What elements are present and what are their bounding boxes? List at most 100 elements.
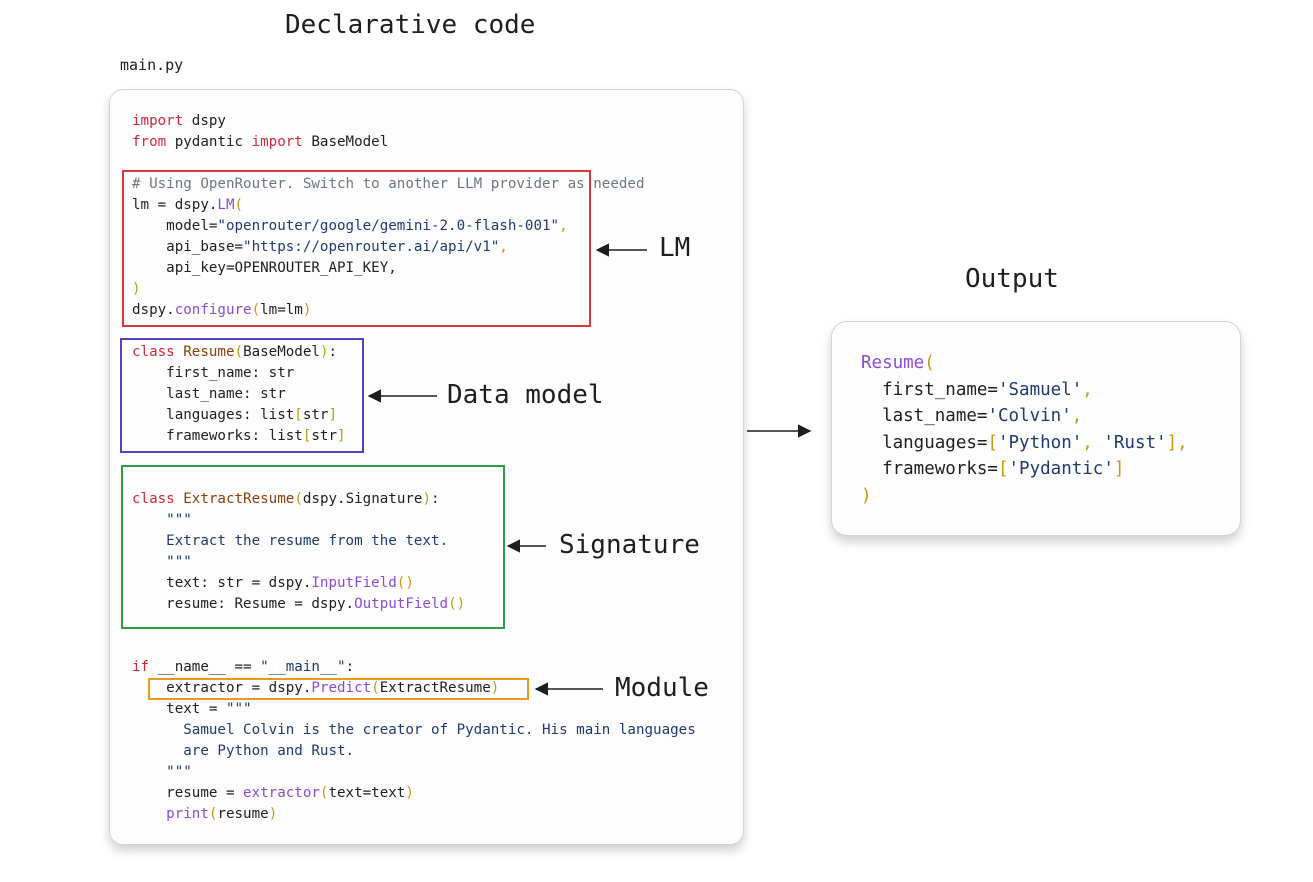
code-line: ) [861, 483, 1188, 510]
code-token: Samuel Colvin is the creator of Pydantic… [132, 722, 696, 738]
code-line: api_key=OPENROUTER_API_KEY, [132, 258, 696, 279]
code-line: languages: list[str] [132, 405, 696, 426]
code-line: last_name='Colvin', [861, 403, 1188, 430]
code-token: ( [234, 344, 244, 360]
code-token: , [1082, 432, 1104, 453]
code-token: "openrouter/google/gemini-2.0-flash-001" [217, 218, 560, 234]
code-line: class Resume(BaseModel): [132, 342, 696, 363]
code-token: "__main__" [260, 659, 346, 675]
code-token: ( [294, 491, 303, 507]
code-line: first_name='Samuel', [861, 377, 1188, 404]
code-line: languages=['Python', 'Rust'], [861, 430, 1188, 457]
code-token: import [132, 113, 184, 129]
code-token: """ [132, 554, 192, 570]
declarative-code-heading: Declarative code [285, 10, 536, 40]
code-token: """ [132, 512, 192, 528]
code-token: # Using OpenRouter. Switch to another LL… [132, 176, 645, 192]
code-token: OutputField [354, 596, 449, 612]
lm-label: LM [659, 233, 691, 263]
code-token: languages: list [132, 407, 295, 423]
code-line: ) [132, 279, 696, 300]
code-token: api_base= [132, 239, 244, 255]
data-model-highlight-box [120, 338, 364, 453]
code-token: resume: Resume = dspy. [132, 596, 355, 612]
code-token: text: str = dspy. [132, 575, 312, 591]
code-token: Extract the resume from the text. [132, 533, 449, 549]
code-token: ExtractResume [183, 491, 295, 507]
code-token: extractor [243, 785, 320, 801]
code-token: extractor = dspy. [132, 680, 312, 696]
code-token: dspy. [132, 302, 175, 318]
code-token: str [302, 407, 329, 423]
code-line: """ [132, 762, 696, 783]
code-token: api_key=OPENROUTER_API_KEY, [132, 260, 397, 276]
code-token: """ [225, 701, 252, 717]
code-line: text = """ [132, 699, 696, 720]
code-token: import [251, 134, 303, 150]
code-line: if __name__ == "__main__": [132, 657, 696, 678]
code-token: LM [217, 197, 235, 213]
code-line: resume: Resume = dspy.OutputField() [132, 594, 696, 615]
code-token: , [1177, 432, 1188, 453]
code-token: lm=lm [260, 302, 303, 318]
code-token: last_name= [861, 406, 988, 427]
code-line: extractor = dspy.Predict(ExtractResume) [132, 678, 696, 699]
code-token: are Python and Rust. [132, 743, 355, 759]
code-token: first_name: str [132, 365, 295, 381]
code-token: ( [371, 680, 380, 696]
code-token: ( [251, 302, 261, 318]
code-line: lm = dspy.LM( [132, 195, 696, 216]
signature-label: Signature [559, 530, 700, 560]
module-label: Module [615, 673, 709, 703]
code-token: ) [319, 344, 329, 360]
code-token: print [166, 806, 209, 822]
code-line: frameworks=['Pydantic'] [861, 456, 1188, 483]
code-token: Resume [183, 344, 235, 360]
code-token: ( [924, 353, 935, 373]
code-line: api_base="https://openrouter.ai/api/v1", [132, 237, 696, 258]
code-line: # Using OpenRouter. Switch to another LL… [132, 174, 696, 195]
code-token: dspy.Signature [302, 491, 423, 507]
code-token: """ [132, 764, 192, 780]
code-token: configure [174, 302, 252, 318]
code-token: 'Rust' [1103, 432, 1167, 453]
code-token: resume [217, 806, 269, 822]
code-token: 'Samuel' [997, 379, 1083, 400]
code-token: frameworks: list [132, 428, 303, 444]
code-token: ] [328, 407, 338, 423]
code-token: Predict [311, 680, 372, 696]
code-token: ) [490, 680, 500, 696]
code-line: last_name: str [132, 384, 696, 405]
code-token: dspy [183, 113, 226, 129]
code-line: dspy.configure(lm=lm) [132, 300, 696, 321]
code-token: [ [294, 407, 303, 423]
code-token: class [132, 491, 175, 507]
code-token: ) [302, 302, 312, 318]
code-token: InputField [311, 575, 397, 591]
signature-highlight-box [121, 465, 505, 629]
code-token: 'Python' [997, 432, 1083, 453]
output-code: Resume( first_name='Samuel', last_name='… [861, 350, 1188, 510]
code-token: ( [234, 197, 244, 213]
code-token: , [559, 218, 568, 234]
code-line: resume = extractor(text=text) [132, 783, 696, 804]
code-line: model="openrouter/google/gemini-2.0-flas… [132, 216, 696, 237]
code-token: languages= [861, 432, 988, 453]
code-token: BaseModel [302, 134, 389, 150]
code-token: "https://openrouter.ai/api/v1" [243, 239, 500, 255]
code-token: if [132, 659, 150, 675]
code-line: text: str = dspy.InputField() [132, 573, 696, 594]
code-token: [ [997, 459, 1009, 480]
code-panel [109, 89, 744, 845]
code-line: Resume( [861, 350, 1188, 377]
code-token: from [132, 134, 167, 150]
code-token: : [431, 491, 440, 507]
module-highlight-box [148, 678, 529, 700]
code-line: Samuel Colvin is the creator of Pydantic… [132, 720, 696, 741]
code-token: ( [319, 785, 329, 801]
code-token: str [311, 428, 338, 444]
code-line: """ [132, 510, 696, 531]
code-token: ) [132, 281, 141, 297]
code-token: ) [405, 785, 414, 801]
